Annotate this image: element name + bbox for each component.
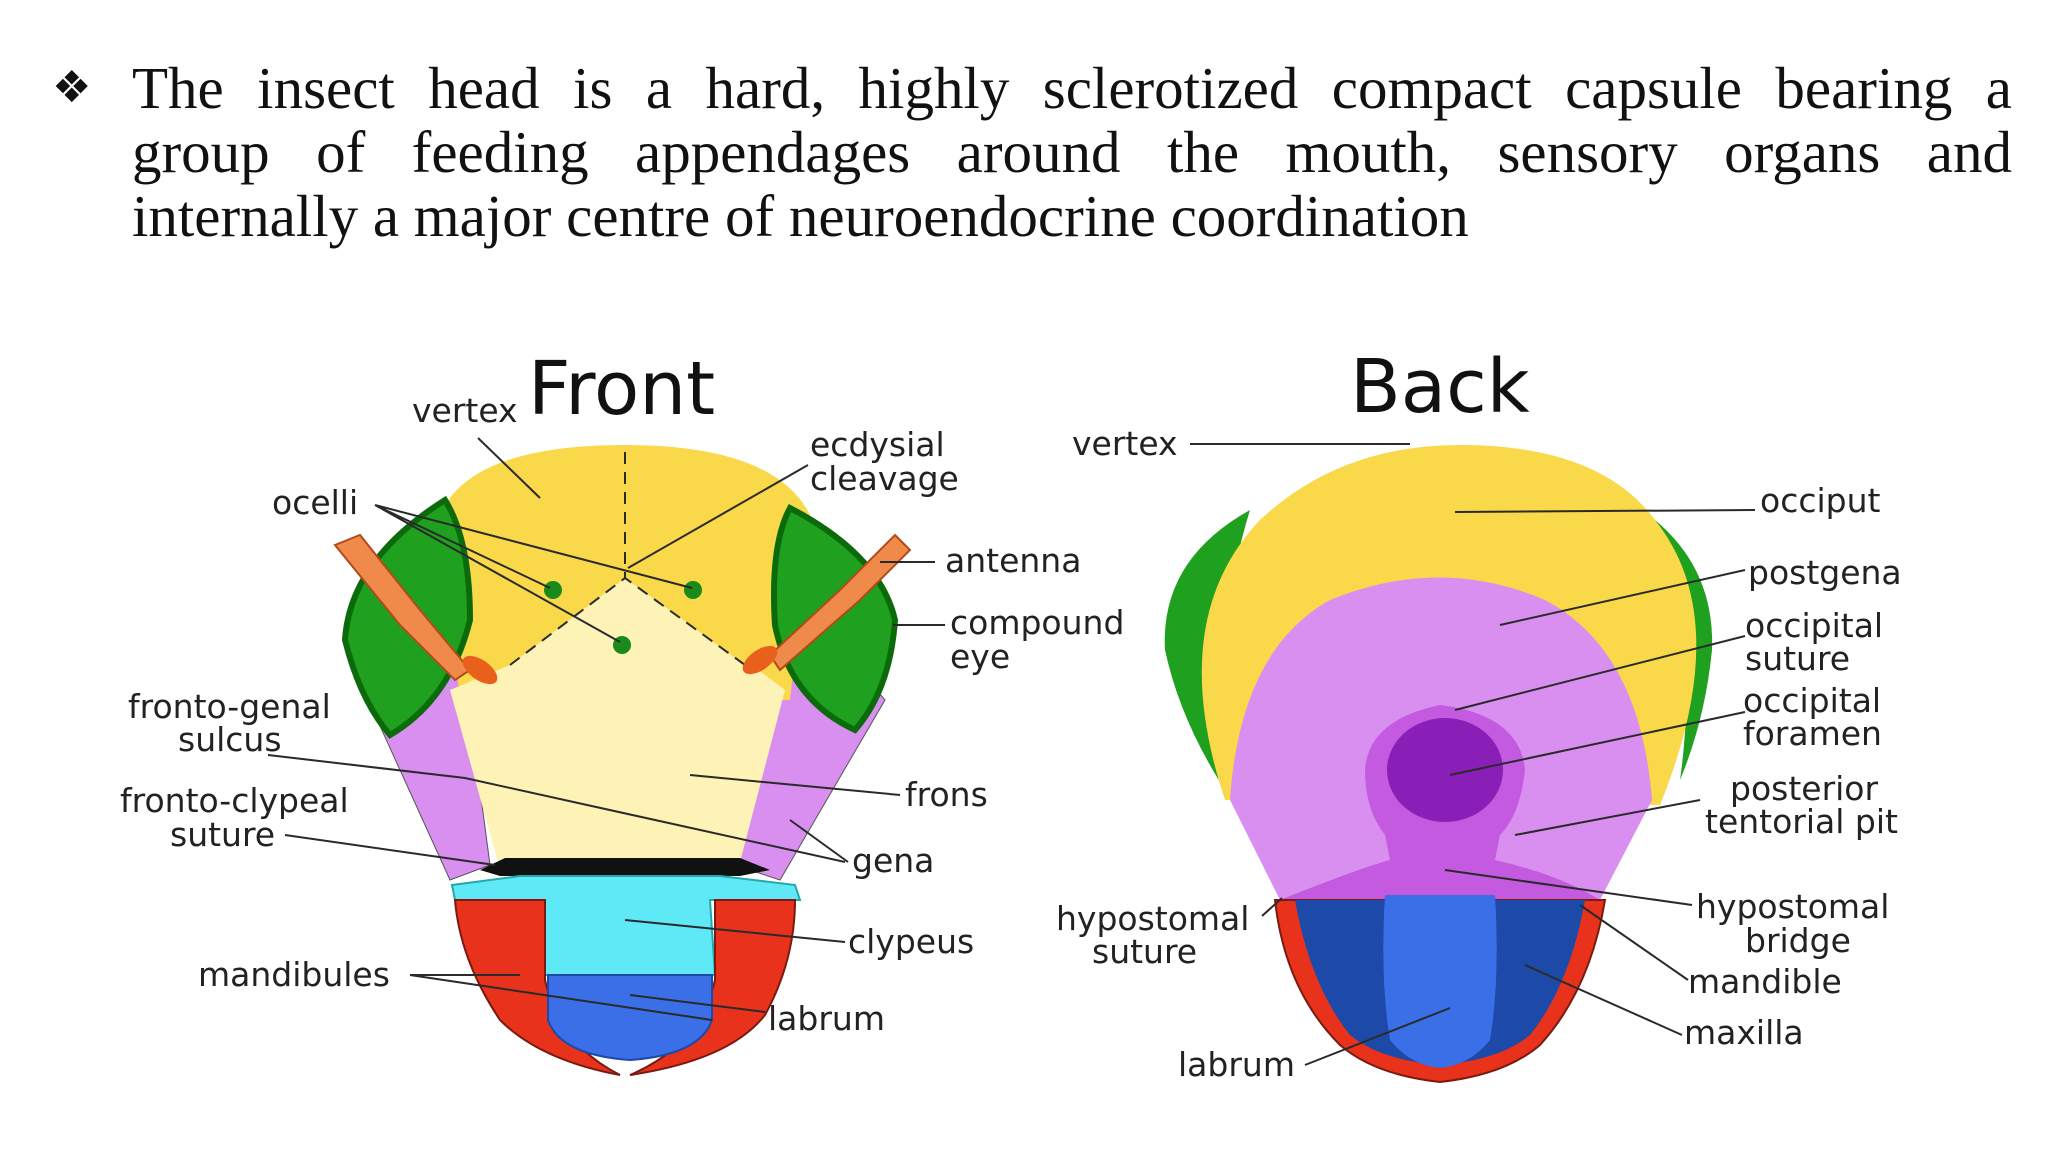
back-title: Back (1350, 344, 1530, 430)
label-labrum-back: labrum (1178, 1045, 1295, 1084)
label-labrum-front: labrum (768, 999, 885, 1038)
front-view: Front vertex ocelli ecdysial cleavage an… (120, 346, 1124, 1076)
leader-fronto-clypeal (284, 834, 496, 866)
label-hypostomal-bridge-1: hypostomal (1696, 887, 1889, 926)
back-labrum-shape (1383, 895, 1497, 1068)
bullet-line-3: internally a major centre of neuroendocr… (132, 183, 1469, 249)
label-ocelli: ocelli (272, 483, 358, 522)
leader-hypostomal-bridge (1444, 869, 1693, 906)
label-occipital-foramen-2: foramen (1743, 714, 1882, 753)
label-compound-1: compound (950, 603, 1124, 642)
front-frons-shape (450, 578, 785, 862)
leader-mandibules (409, 974, 713, 1021)
label-mandibules: mandibules (198, 955, 390, 994)
label-occipital-suture-1: occipital (1745, 606, 1883, 645)
label-occipital-foramen-1: occipital (1743, 681, 1881, 720)
leader-occipital-suture (1454, 635, 1746, 711)
bullet-line-2: group of feeding appendages around the m… (132, 119, 2012, 185)
front-ocellus-1 (544, 581, 562, 599)
front-antenna-right (768, 533, 912, 672)
label-postgena: postgena (1748, 553, 1902, 592)
label-hypostomal-suture-1: hypostomal (1056, 899, 1249, 938)
label-fronto-clypeal-1: fronto-clypeal (120, 781, 349, 820)
leader-clypeus (624, 919, 846, 943)
front-title: Front (528, 346, 715, 432)
label-mandible: mandible (1688, 962, 1842, 1001)
label-maxilla: maxilla (1684, 1013, 1804, 1052)
front-antenna-socket-left (462, 655, 498, 685)
label-back-vertex: vertex (1072, 424, 1178, 463)
label-compound-2: eye (950, 637, 1010, 676)
front-ocellus-2 (684, 581, 702, 599)
label-frons: frons (905, 775, 988, 814)
leader-mandible (1579, 904, 1689, 981)
diamond-bullet-icon: ❖ (52, 62, 92, 113)
label-posterior-1: posterior (1730, 769, 1878, 808)
bullet-line-1: The insect head is a hard, highly sclero… (132, 55, 2012, 121)
leader-posterior-pit (1514, 799, 1701, 836)
leader-labrum-back (1304, 1007, 1451, 1066)
label-fronto-genal-2: sulcus (178, 720, 282, 759)
leader-occipital-foramen (1449, 711, 1746, 776)
leader-fronto-genal (267, 754, 846, 863)
back-eye-edge-right (1655, 520, 1713, 780)
label-ecdysial-2: cleavage (810, 459, 959, 498)
back-view: Back vertex occiput postgena occipital s… (1056, 344, 1902, 1084)
leader-ocelli (374, 504, 693, 643)
label-front-vertex: vertex (412, 391, 518, 430)
leader-occiput (1454, 509, 1756, 513)
back-hypostomal-bridge (1280, 860, 1600, 900)
label-posterior-2: tentorial pit (1705, 802, 1898, 841)
label-fronto-genal-1: fronto-genal (128, 687, 331, 726)
leader-ecdysial (627, 464, 809, 569)
leader-gena (789, 819, 849, 863)
leader-vertex-front (477, 437, 541, 499)
leader-maxilla (1524, 964, 1683, 1036)
label-occipital-suture-2: suture (1745, 639, 1850, 678)
front-antenna-socket-right (742, 645, 778, 675)
label-ecdysial-1: ecdysial (810, 425, 945, 464)
back-occipital-foramen (1387, 718, 1503, 822)
label-fronto-clypeal-2: suture (170, 815, 275, 854)
label-gena: gena (852, 841, 934, 880)
label-clypeus: clypeus (848, 922, 974, 961)
label-antenna: antenna (945, 541, 1081, 580)
leader-labrum-front (629, 994, 766, 1013)
front-clypeal-band (480, 858, 770, 876)
label-hypostomal-suture-2: suture (1092, 932, 1197, 971)
leader-hypostomal-suture (1261, 897, 1283, 917)
bullet-body: The insect head is a hard, highly sclero… (132, 56, 2012, 248)
label-hypostomal-bridge-2: bridge (1745, 921, 1851, 960)
leader-postgena (1499, 569, 1746, 626)
label-occiput: occiput (1760, 481, 1881, 520)
leader-frons (689, 774, 901, 796)
front-labrum-shape (547, 974, 713, 1062)
